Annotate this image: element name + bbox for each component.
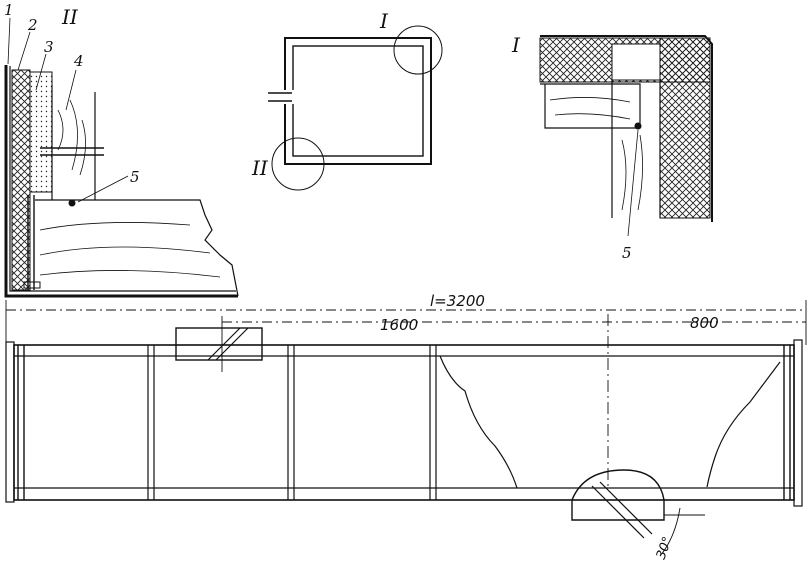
top-lifting-block xyxy=(175,327,263,361)
end-flange-right xyxy=(793,339,803,507)
detail-i-callout: 5 xyxy=(622,244,632,262)
bolt-horizontal xyxy=(40,147,104,156)
dim-end-label: 800 xyxy=(690,314,719,332)
fastener-5 xyxy=(68,199,76,207)
callout-2: 2 xyxy=(27,16,38,34)
break-line-left xyxy=(439,355,518,489)
detail-i-label: I xyxy=(511,33,521,57)
vertical-timber-i xyxy=(611,80,661,218)
detail-mark-circle-i xyxy=(393,25,443,75)
bottom-block-strap xyxy=(591,481,653,539)
elevation-view: l=3200 1600 800 30° xyxy=(5,292,807,562)
angle-label: 30° xyxy=(654,535,676,562)
frame-inner xyxy=(292,45,424,157)
callout-4: 4 xyxy=(73,52,84,70)
steel-skin xyxy=(540,35,713,222)
dim-half-label: 1600 xyxy=(380,316,418,334)
detail-i-section: 5 I xyxy=(511,33,713,262)
timber-grain-vertical xyxy=(57,99,86,176)
callout-1: 1 xyxy=(4,1,14,19)
break-line-right xyxy=(706,361,781,488)
horizontal-timber-i xyxy=(540,83,641,129)
timber-grain-i-vertical xyxy=(621,134,643,211)
callout-leaders xyxy=(7,17,129,203)
side-insulation-strip xyxy=(659,37,711,219)
callout-leader-i xyxy=(627,129,639,237)
rib-2 xyxy=(287,345,295,500)
vertical-timber xyxy=(51,85,96,200)
corner-block xyxy=(611,43,661,81)
rib-3 xyxy=(429,345,437,500)
steel-angle-inner xyxy=(9,66,236,292)
end-flange-left xyxy=(5,341,15,503)
frame-plan-view: I II xyxy=(251,9,443,191)
frame-opening xyxy=(268,92,292,102)
rib-1 xyxy=(147,345,155,500)
detail-mark-i: I xyxy=(379,9,389,33)
top-block-strap xyxy=(207,327,249,361)
callout-3: 3 xyxy=(44,38,54,56)
detail-ii-label: II xyxy=(61,5,79,29)
end-post-left xyxy=(17,345,25,500)
container-body xyxy=(13,344,795,501)
steel-angle-outer xyxy=(4,65,238,298)
detail-mark-ii: II xyxy=(251,156,269,180)
fastener-i xyxy=(634,122,642,130)
lining-layer xyxy=(29,71,53,193)
detail-mark-circle-ii xyxy=(271,137,325,191)
dim-extension-total xyxy=(5,300,807,345)
vertical-rod xyxy=(27,195,35,290)
timber-grain-i xyxy=(549,97,631,120)
rod-nut xyxy=(23,281,41,289)
angle-arc xyxy=(659,507,681,557)
floor-board xyxy=(35,199,239,297)
dim-total-label: l=3200 xyxy=(430,292,485,310)
callout-5: 5 xyxy=(130,168,140,186)
frame-outer xyxy=(284,37,432,165)
top-bottom-rails xyxy=(14,355,794,489)
end-post-right xyxy=(783,345,791,500)
floor-grain xyxy=(39,222,221,278)
detail-ii-section: 1 2 3 4 5 II xyxy=(4,1,239,298)
bottom-lifting-block xyxy=(571,469,665,521)
